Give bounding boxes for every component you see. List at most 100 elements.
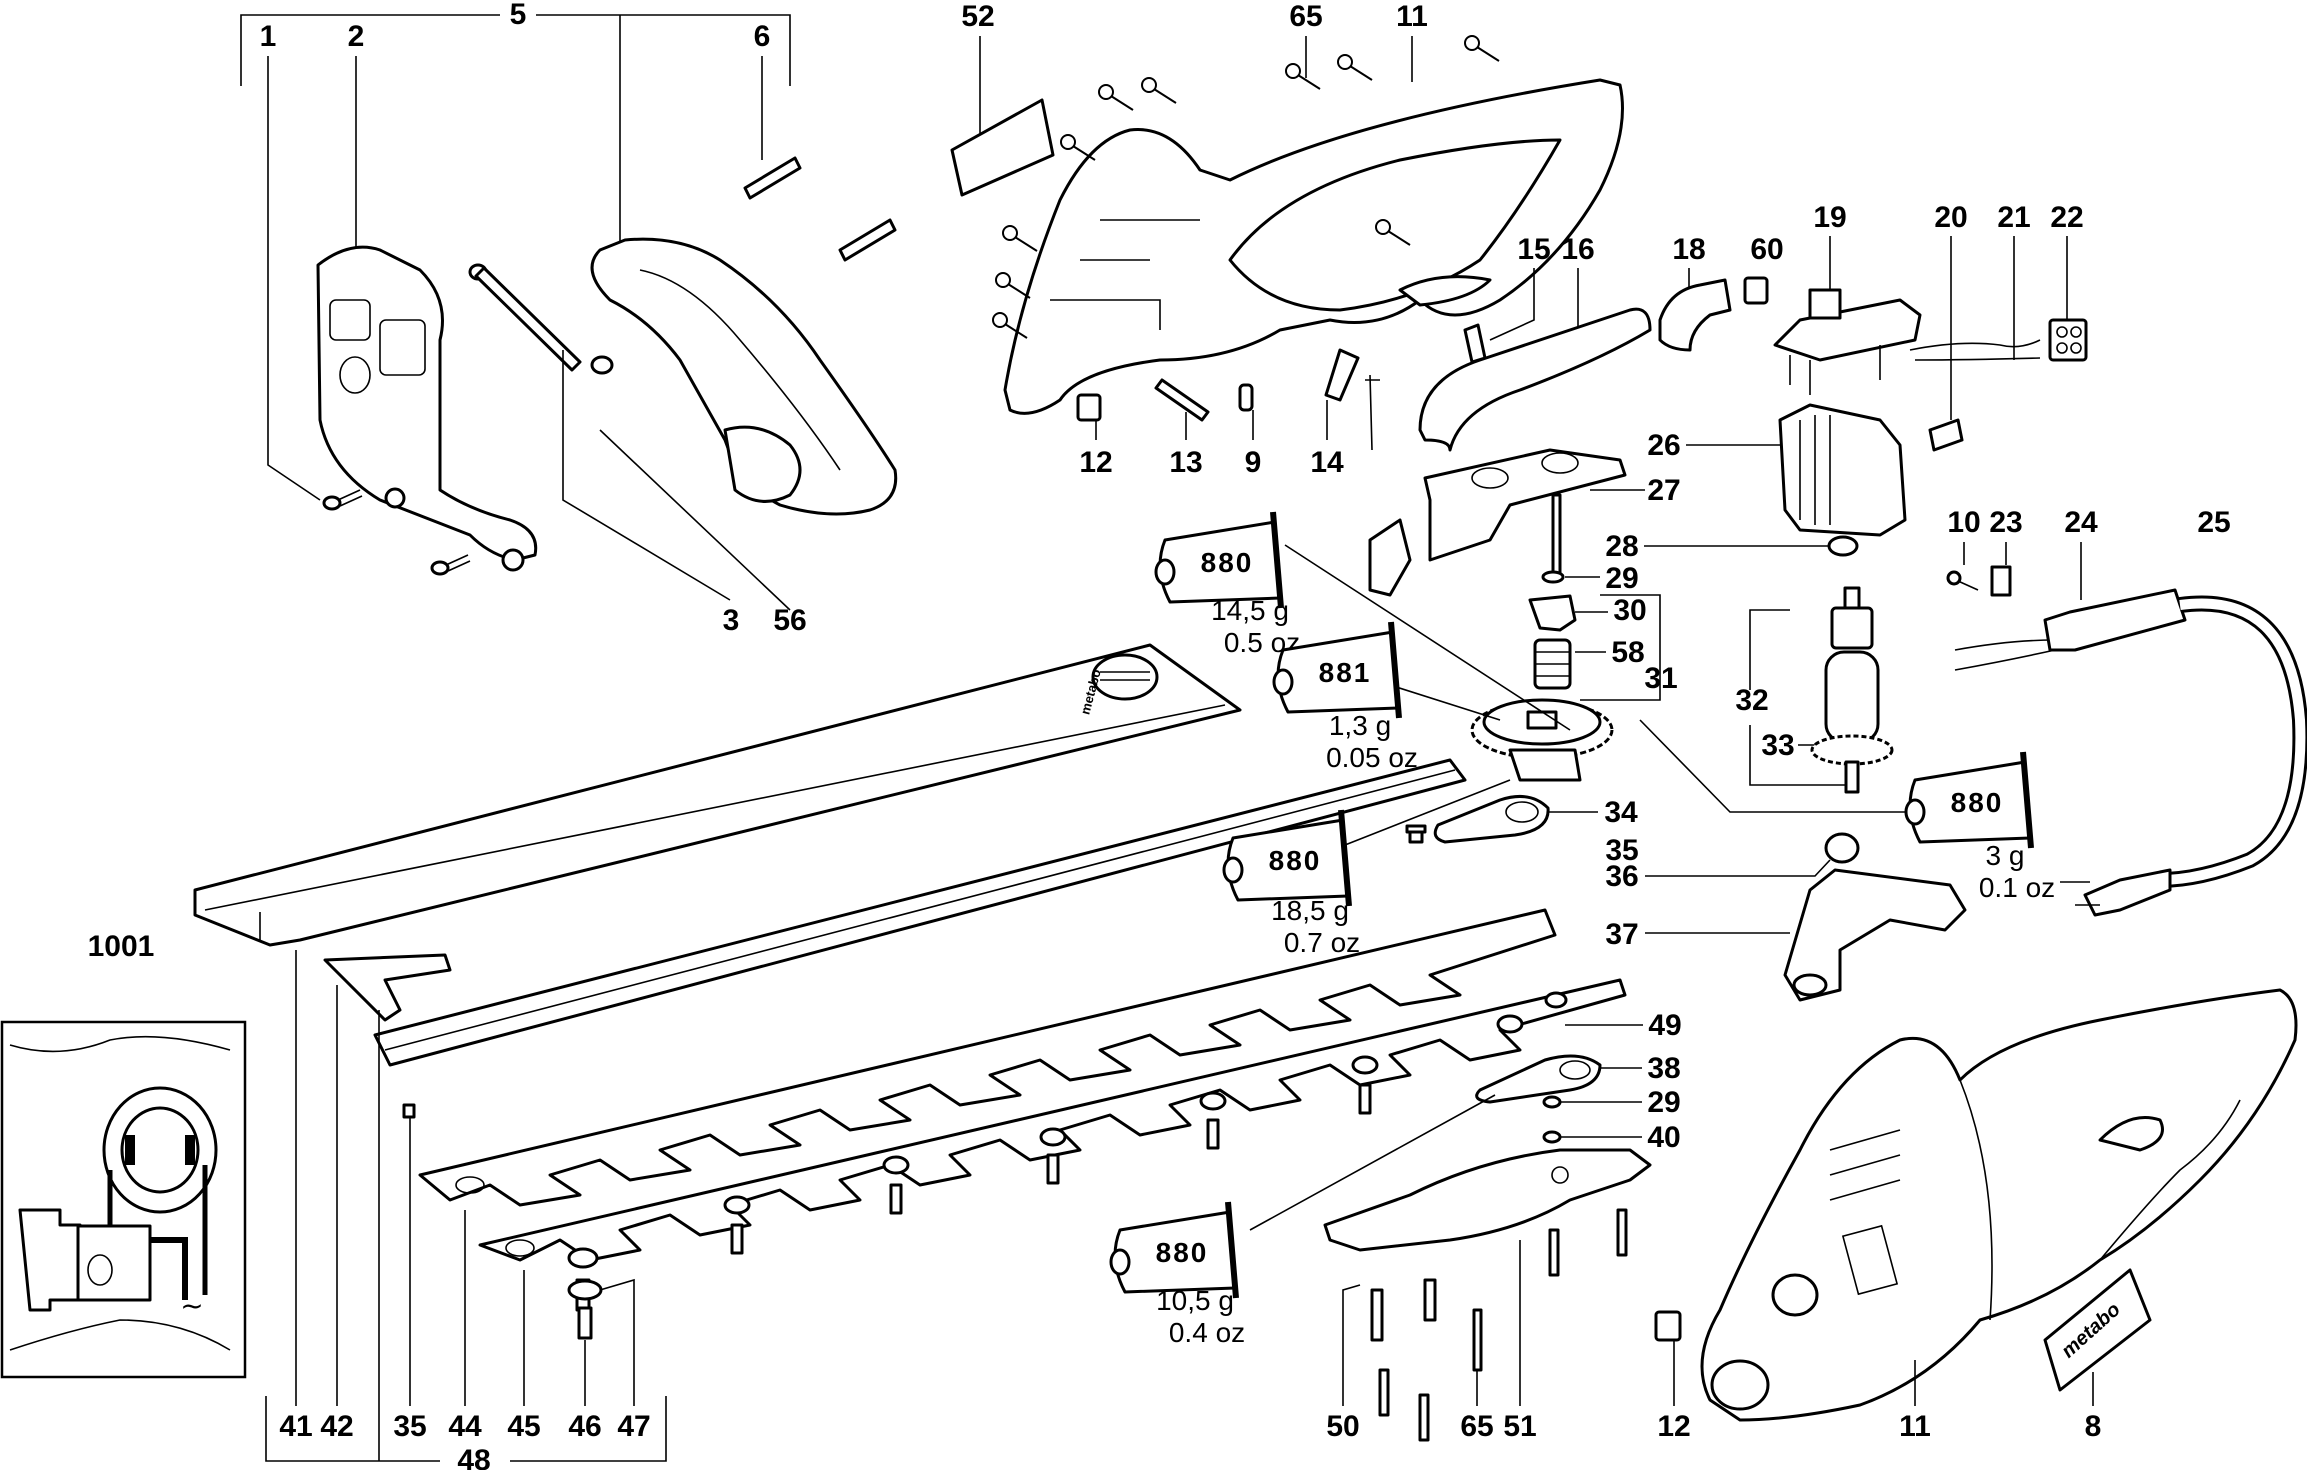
grease-tube-code: 880 (1951, 787, 2004, 818)
assembly-bracket-31 (1580, 594, 1661, 701)
part-label-12-bot: 12 (1657, 1410, 1690, 1443)
part-insert-12-bot (1654, 1310, 1682, 1342)
part-label-8: 8 (2085, 1410, 2102, 1443)
leader-grease-18-5g (1344, 779, 1511, 846)
part-screw-46 (577, 1306, 593, 1340)
part-gear-plate-27 (1368, 448, 1627, 597)
part-washer-47 (567, 1279, 603, 1301)
part-label-46: 46 (568, 1410, 601, 1443)
part-screw-35-bot (402, 1103, 416, 1119)
wire-21 (1909, 339, 2041, 361)
part-label-24: 24 (2064, 506, 2098, 539)
part-label-9: 9 (1245, 446, 1262, 479)
screws-65-top (992, 35, 1500, 339)
part-label-40: 40 (1647, 1121, 1680, 1154)
base-plate-screws (1370, 1208, 1628, 1442)
part-label-45: 45 (507, 1410, 540, 1443)
leader-3 (562, 350, 731, 601)
grease-quantity-grams: 10,5 g (1156, 1285, 1234, 1316)
part-connecting-rod-38 (1475, 1054, 1602, 1104)
part-armature-32 (1810, 586, 1894, 794)
grease-quantity-grams: 3 g (1986, 840, 2025, 871)
part-label-29-top: 29 (1605, 562, 1638, 595)
leader-grease-3g (1639, 719, 1920, 813)
part-label-31: 31 (1644, 662, 1677, 695)
part-label-22: 22 (2050, 201, 2083, 234)
part-field-26 (1778, 403, 1907, 537)
grease-tube-code: 880 (1156, 1237, 1209, 1268)
part-label-32: 32 (1735, 684, 1768, 717)
part-bearing-36 (1824, 832, 1860, 864)
assembly-bracket-32 (1749, 609, 1850, 786)
part-label-35-mid: 35 (1605, 834, 1638, 867)
grease-tube-code: 881 (1319, 657, 1372, 688)
part-label-44: 44 (448, 1410, 482, 1443)
part-brush-holder-19 (1773, 288, 1922, 395)
leader-15 (1489, 268, 1535, 341)
part-pin-35-mid (1405, 824, 1427, 844)
part-screw-10 (1946, 570, 1979, 591)
assembly-bracket-5 (240, 14, 791, 250)
part-label-12-top: 12 (1079, 446, 1112, 479)
part-blade-lower-45 (478, 978, 1627, 1262)
ac-symbol: ~ (180, 1289, 203, 1322)
leader-47 (599, 1278, 635, 1406)
part-cord-clamp-23 (1990, 565, 2012, 597)
part-microswitch-20 (1928, 418, 1964, 452)
part-front-handle-5 (590, 237, 898, 516)
part-label-42: 42 (320, 1410, 353, 1443)
part-label-1001: 1001 (88, 930, 155, 963)
part-label-6: 6 (754, 20, 771, 53)
part-terminal-block-22 (2048, 318, 2088, 362)
part-insert-60 (1743, 276, 1769, 305)
part-label-30: 30 (1613, 594, 1646, 627)
part-label-47: 47 (617, 1410, 650, 1443)
leader-1 (267, 56, 321, 501)
part-label-16: 16 (1561, 233, 1594, 266)
part-cord-24-25 (1954, 588, 2307, 917)
leader-50 (1342, 1284, 1361, 1406)
part-label-56: 56 (773, 604, 806, 637)
part-sleeve-9 (1238, 383, 1254, 412)
part-bearing-28 (1827, 535, 1859, 557)
grease-tube-code: 880 (1269, 845, 1322, 876)
part-washer-29-bot (1542, 1095, 1562, 1109)
part-label-1: 1 (260, 20, 277, 53)
part-label-37: 37 (1605, 918, 1638, 951)
part-label-38: 38 (1647, 1052, 1680, 1085)
part-label-33: 33 (1761, 729, 1794, 762)
part-label-5: 5 (510, 0, 527, 31)
part-gear-31 (1470, 698, 1614, 782)
part-base-plate-51 (1323, 1148, 1652, 1252)
part-guard-bracket-42 (323, 953, 452, 1022)
part-label-65-bot: 65 (1460, 1410, 1493, 1443)
part-washer-29-top (1541, 570, 1565, 584)
part-label-36: 36 (1605, 860, 1638, 893)
part-label-18: 18 (1672, 233, 1705, 266)
leader-grease-14-5g (1284, 544, 1571, 731)
part-housing-11 (1700, 988, 2298, 1422)
part-label-23: 23 (1989, 506, 2022, 539)
part-label-plate-52 (950, 98, 1055, 197)
part-label-19: 19 (1813, 201, 1846, 234)
part-lock-button-18 (1658, 278, 1732, 352)
part-housing-half-11 (1003, 78, 1624, 415)
wiring-inset: ~ (0, 1020, 247, 1379)
part-cover-plate-2 (316, 245, 538, 572)
part-insert-12 (1076, 393, 1102, 422)
part-spring-6 (743, 156, 897, 262)
part-spring-58 (1533, 638, 1572, 690)
part-label-51: 51 (1503, 1410, 1536, 1443)
grease-quantity-grams: 14,5 g (1211, 595, 1289, 626)
part-label-11-bot: 11 (1899, 1410, 1931, 1443)
part-label-28: 28 (1605, 530, 1638, 563)
grease-quantity-grams: 18,5 g (1271, 895, 1349, 926)
part-clutch-30 (1528, 594, 1577, 632)
part-label-58: 58 (1611, 636, 1644, 669)
